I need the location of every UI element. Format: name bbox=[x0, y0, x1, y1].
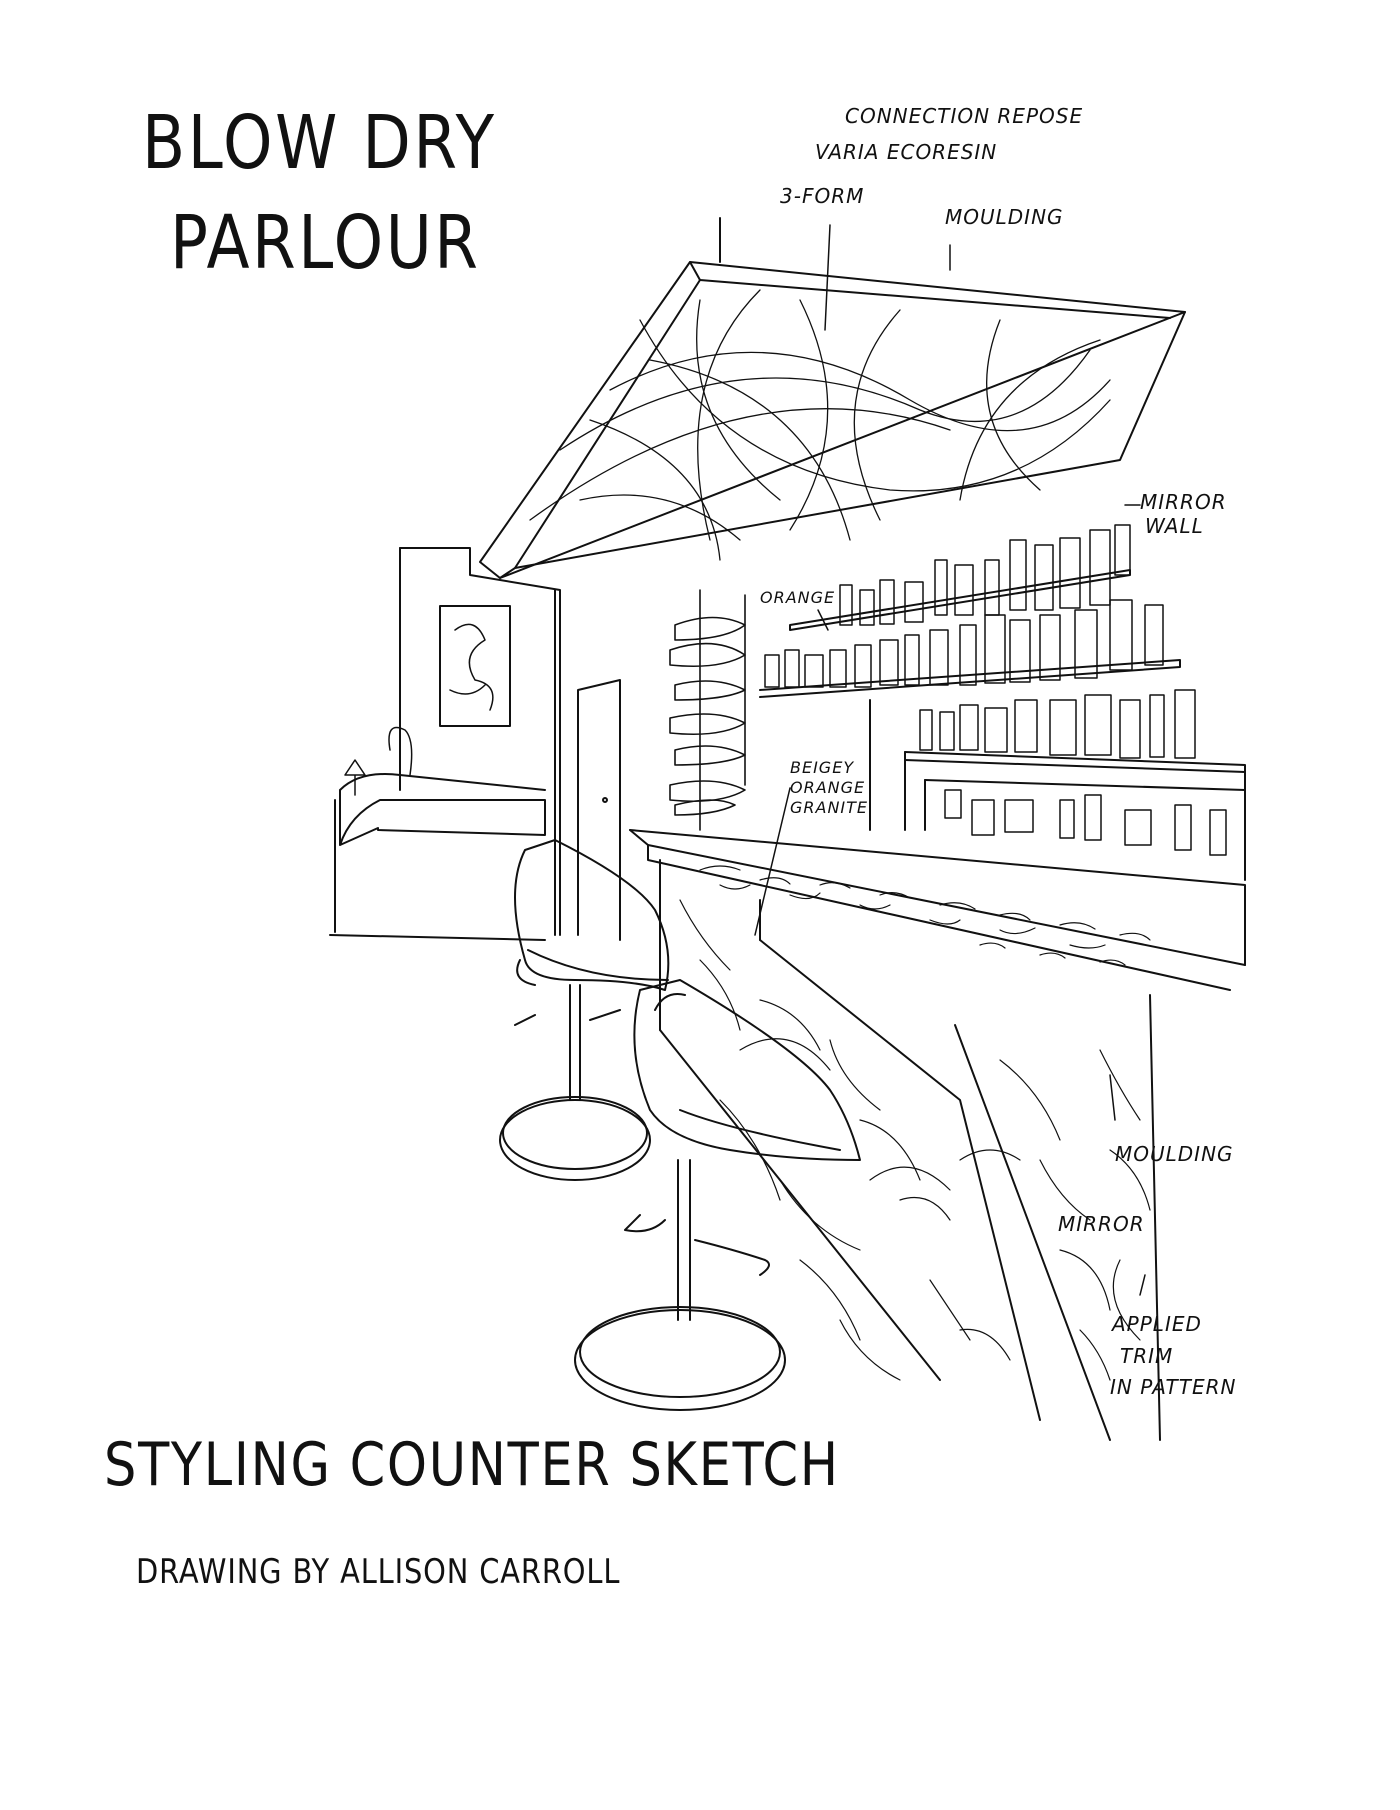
annotation-connection-repose: CONNECTION REPOSE bbox=[845, 104, 1084, 128]
annotation-mirror-wall-2: WALL bbox=[1145, 514, 1204, 538]
ceiling-panel bbox=[480, 218, 1185, 578]
annotation-moulding-top: MOULDING bbox=[945, 205, 1064, 229]
annotation-orange: ORANGE bbox=[760, 588, 836, 607]
applied-trim-pattern bbox=[680, 900, 1150, 1380]
title-line-2: PARLOUR bbox=[170, 200, 481, 286]
mirror-wall-shelves bbox=[760, 525, 1245, 880]
annotation-applied-trim-2: TRIM bbox=[1120, 1344, 1174, 1368]
wall-artwork bbox=[440, 606, 510, 726]
annotation-moulding-bottom: MOULDING bbox=[1115, 1142, 1234, 1166]
annotation-3-form: 3-FORM bbox=[780, 184, 865, 208]
annotation-applied-trim-3: IN PATTERN bbox=[1110, 1375, 1237, 1399]
bar-stool-back bbox=[500, 840, 668, 1180]
subtitle: STYLING COUNTER SKETCH bbox=[104, 1430, 840, 1500]
styling-counter bbox=[630, 830, 1245, 1440]
credit-line: DRAWING BY ALLISON CARROLL bbox=[136, 1552, 621, 1592]
annotation-mirror: MIRROR bbox=[1058, 1212, 1145, 1236]
panel-swirl-pattern bbox=[530, 290, 1110, 560]
granite-countertop-texture bbox=[700, 866, 1150, 965]
annotation-leaders bbox=[755, 225, 1145, 1295]
lounge-sofa bbox=[335, 774, 545, 932]
annotation-applied-trim-1: APPLIED bbox=[1112, 1312, 1202, 1336]
annotation-granite-1: BEIGEY bbox=[790, 758, 855, 777]
annotation-mirror-wall-1: MIRROR bbox=[1140, 490, 1227, 514]
product-bottles bbox=[765, 525, 1226, 855]
doorway bbox=[578, 680, 620, 940]
title-line-1: BLOW DRY bbox=[142, 100, 497, 186]
annotation-granite-2: ORANGE bbox=[790, 778, 866, 797]
bar-stool-front bbox=[575, 980, 860, 1410]
towel-stack bbox=[670, 590, 745, 830]
back-room bbox=[330, 548, 620, 940]
annotation-varia-ecoresin: VARIA ECORESIN bbox=[815, 140, 998, 164]
annotation-granite-3: GRANITE bbox=[790, 798, 869, 817]
